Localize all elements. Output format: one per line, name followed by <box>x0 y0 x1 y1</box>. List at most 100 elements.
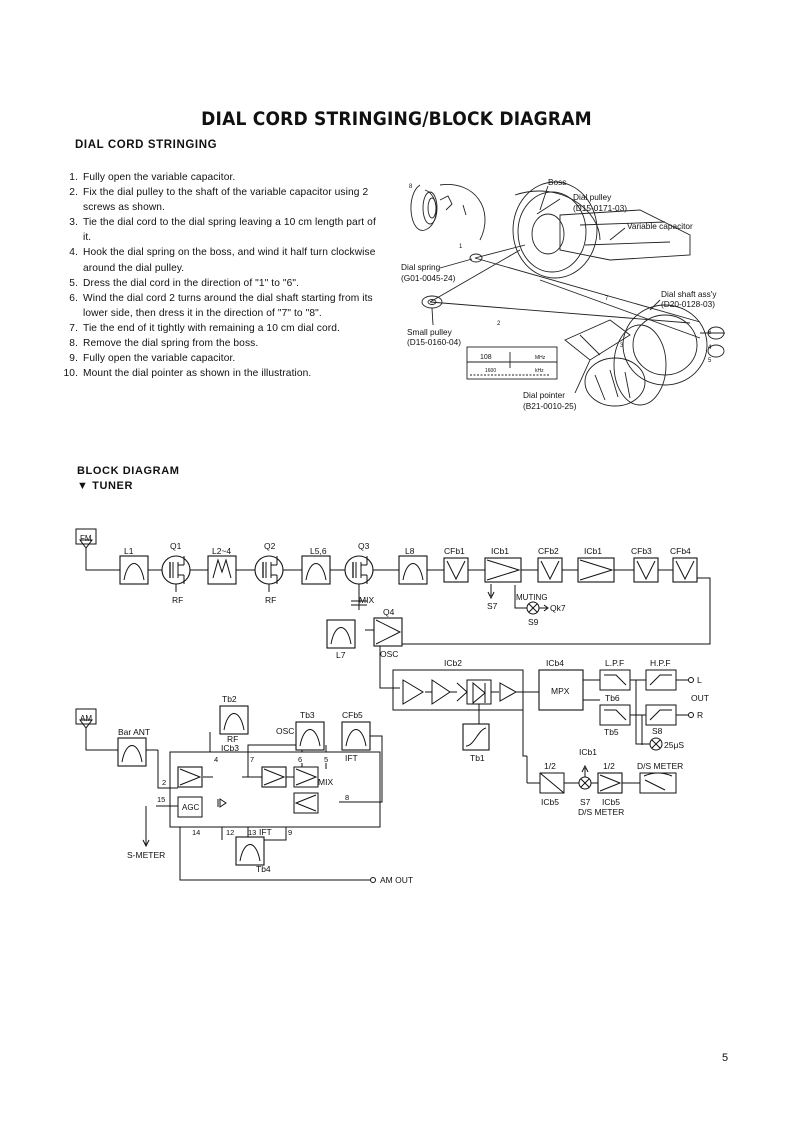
label-tb2: Tb2 <box>222 694 237 704</box>
cord-label-6: 6 <box>708 330 712 336</box>
label-icb2: ICb2 <box>444 658 462 668</box>
dial-cord-illustration: Boss Dial pulley (D15-0171-03) Variable … <box>401 177 725 411</box>
pin-13: 13 <box>248 828 256 837</box>
label-dial-shaft-part: (D20-0128-03) <box>661 299 715 309</box>
label-dial-pulley-part: (D15-0171-03) <box>573 203 627 213</box>
label-tb3: Tb3 <box>300 710 315 720</box>
label-dial-pointer: Dial pointer <box>523 390 565 400</box>
label-q2: Q2 <box>264 541 276 551</box>
label-icb3: ICb3 <box>221 743 239 753</box>
label-ds-meter-2: D/S METER <box>578 807 624 817</box>
pin-8: 8 <box>345 793 349 802</box>
cord-label-2: 2 <box>497 321 501 327</box>
pin-12: 12 <box>226 828 234 837</box>
label-out-r: R <box>697 710 703 720</box>
section-subheading-tuner: ▼ TUNER <box>77 480 134 492</box>
label-l2-4: L2~4 <box>212 546 231 556</box>
page-title: DIAL CORD STRINGING/BLOCK DIAGRAM <box>201 108 592 130</box>
label-ds-meter: D/S METER <box>637 761 683 771</box>
step-item: 7.Tie the end of it tightly with remaini… <box>69 322 340 334</box>
label-s7-b: S7 <box>580 797 591 807</box>
label-icb1-a: ICb1 <box>491 546 509 556</box>
label-cfb5: CFb5 <box>342 710 363 720</box>
label-out-l: L <box>697 675 702 685</box>
label-tb5: Tb5 <box>604 727 619 737</box>
label-qk7: Qk7 <box>550 603 566 613</box>
am-input-label: AM <box>80 714 92 723</box>
label-half-1: 1/2 <box>544 761 556 771</box>
label-cfb2: CFb2 <box>538 546 559 556</box>
fm-input-label: FM <box>80 534 92 543</box>
pin-5: 5 <box>324 755 328 764</box>
cord-label-8: 8 <box>409 184 413 190</box>
step-item: 2.Fix the dial pulley to the shaft of th… <box>69 187 369 214</box>
label-dial-pulley: Dial pulley <box>573 192 612 202</box>
label-s9: S9 <box>528 617 539 627</box>
label-am-mix: MIX <box>318 777 333 787</box>
label-am-out: AM OUT <box>380 875 413 885</box>
tuner-block-diagram: FM L1 Q1 L2~4 Q2 L5,6 Q3 L8 CFb1 ICb1 CF… <box>75 528 711 885</box>
label-am-rf: RF <box>227 734 238 744</box>
scale-am-unit: kHz <box>535 368 544 374</box>
page-number: 5 <box>722 1052 729 1064</box>
label-hpf: H.P.F <box>650 658 671 668</box>
label-q3: Q3 <box>358 541 370 551</box>
cord-label-4: 4 <box>708 345 712 351</box>
label-s-meter: S-METER <box>127 850 165 860</box>
label-rf-2: RF <box>265 595 276 605</box>
label-pilot: 25μS <box>664 740 684 750</box>
label-q1: Q1 <box>170 541 182 551</box>
section-heading-block-diagram: BLOCK DIAGRAM <box>77 465 180 477</box>
label-ift-2: IFT <box>259 827 272 837</box>
label-out: OUT <box>691 693 709 703</box>
label-osc: OSC <box>380 649 398 659</box>
label-icb5-a: ICb5 <box>541 797 559 807</box>
label-muting: MUTING <box>516 593 548 602</box>
label-variable-capacitor: Variable capacitor <box>627 221 693 231</box>
label-icb4: ICb4 <box>546 658 564 668</box>
scale-am-value: 1600 <box>485 368 496 374</box>
label-lpf: L.P.F <box>605 658 624 668</box>
pin-2: 2 <box>162 778 166 787</box>
label-l8: L8 <box>405 546 415 556</box>
label-cfb3: CFb3 <box>631 546 652 556</box>
label-half-2: 1/2 <box>603 761 615 771</box>
cord-label-1: 1 <box>459 244 463 250</box>
label-q4: Q4 <box>383 607 395 617</box>
step-item: 1.Fully open the variable capacitor. <box>69 172 236 183</box>
label-cfb4: CFb4 <box>670 546 691 556</box>
label-agc: AGC <box>182 803 200 812</box>
label-tb6: Tb6 <box>605 693 620 703</box>
step-item: 8.Remove the dial spring from the boss. <box>69 338 259 350</box>
label-dial-spring: Dial spring <box>401 262 441 272</box>
label-s8: S8 <box>652 726 663 736</box>
label-l7: L7 <box>336 650 346 660</box>
label-icb5-b: ICb5 <box>602 797 620 807</box>
section-heading-dial-cord: DIAL CORD STRINGING <box>75 139 218 151</box>
dial-cord-steps: 1.Fully open the variable capacitor. 2.F… <box>58 170 383 381</box>
pin-4: 4 <box>214 755 218 764</box>
label-am-osc: OSC <box>276 726 294 736</box>
label-small-pulley-part: (D15-0160-04) <box>407 337 461 347</box>
label-tb1: Tb1 <box>470 753 485 763</box>
step-item: 4.Hook the dial spring on the boss, and … <box>69 247 376 274</box>
scale-fm-unit: MHz <box>535 355 546 361</box>
label-mpx: MPX <box>551 686 570 696</box>
pin-15: 15 <box>157 795 165 804</box>
step-item: 5.Dress the dial cord in the direction o… <box>69 277 300 289</box>
label-icb1-b: ICb1 <box>584 546 602 556</box>
step-item: 10.Mount the dial pointer as shown in th… <box>63 368 312 380</box>
cord-label-5: 5 <box>708 358 712 364</box>
step-item: 3.Tie the dial cord to the dial spring l… <box>69 217 376 244</box>
label-small-pulley: Small pulley <box>407 327 453 337</box>
step-item: 6.Wind the dial cord 2 turns around the … <box>69 292 373 319</box>
pin-6: 6 <box>298 755 302 764</box>
label-boss: Boss <box>548 177 566 187</box>
scale-fm-value: 108 <box>480 354 492 361</box>
label-dial-spring-part: (G01-0045-24) <box>401 273 456 283</box>
label-rf-1: RF <box>172 595 183 605</box>
label-mix: MIX <box>359 595 374 605</box>
label-bar-ant: Bar ANT <box>118 727 150 737</box>
cord-label-7: 7 <box>605 296 609 302</box>
label-dial-pointer-part: (B21-0010-25) <box>523 401 577 411</box>
